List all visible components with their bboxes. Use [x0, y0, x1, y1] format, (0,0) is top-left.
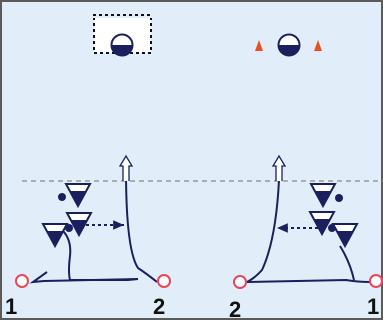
marker-label-start: 2 — [229, 297, 241, 320]
player-icon — [309, 183, 337, 209]
goalkeeper-icon — [277, 33, 301, 57]
player-icon — [308, 211, 336, 237]
cone-icon — [255, 40, 263, 51]
drill-left: 1 2 — [5, 154, 171, 319]
marker-label-end: 1 — [367, 294, 379, 319]
arrow-icon — [118, 154, 134, 181]
player-icon — [64, 183, 92, 209]
marker-icon — [157, 274, 171, 288]
run-path — [59, 227, 139, 281]
run-path — [125, 169, 158, 283]
run-path — [339, 245, 355, 281]
marker-label-start: 1 — [5, 294, 17, 319]
player-icon — [331, 223, 359, 249]
marker-label-end: 2 — [153, 294, 165, 319]
cone-icon — [314, 40, 322, 51]
run-path — [246, 278, 371, 283]
player-icon — [41, 223, 69, 249]
goal-area-left — [91, 12, 153, 57]
player-icon — [65, 212, 93, 238]
ball-icon — [58, 193, 66, 201]
ball-icon — [335, 194, 343, 202]
marker-icon — [15, 274, 29, 288]
run-path — [29, 271, 139, 284]
goalkeeper-icon — [110, 33, 134, 57]
goal-area-right — [255, 33, 322, 57]
arrow-icon — [271, 154, 287, 181]
marker-icon — [233, 275, 247, 289]
marker-icon — [369, 274, 383, 288]
run-path — [246, 179, 280, 283]
drill-right: 2 1 — [229, 154, 383, 320]
